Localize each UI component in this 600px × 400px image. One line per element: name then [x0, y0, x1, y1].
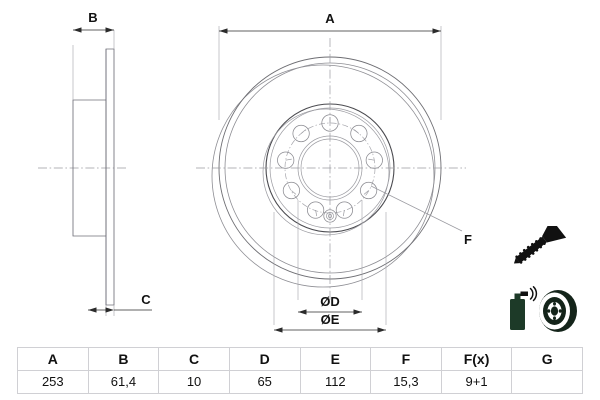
- table-header-f: F: [370, 347, 442, 371]
- specification-table: A B C D E F F(x) G 253 61,4 10 65 112: [17, 347, 583, 394]
- table-header-a: A: [17, 347, 89, 371]
- dimension-label-a: A: [325, 11, 335, 26]
- table-cell-g: [511, 370, 583, 394]
- dimension-label-c: C: [141, 292, 151, 307]
- table-cell-a: 253: [17, 370, 89, 394]
- table-header-row: A B C D E F F(x) G: [17, 347, 583, 371]
- coating-icon-glyph: [510, 286, 577, 332]
- f-leader-line: [370, 185, 463, 232]
- table-header-fx: F(x): [440, 347, 513, 371]
- dimension-label-b: B: [88, 10, 97, 25]
- bolt-hole: [335, 201, 353, 219]
- dimension-label-diameter-d: ØD: [320, 294, 340, 309]
- bolt-hole: [365, 151, 383, 169]
- bolt-hole-group: [277, 114, 383, 219]
- table-cell-e: 112: [299, 370, 372, 394]
- countersunk-screw-icon: [512, 218, 574, 278]
- bolt-hole: [307, 201, 325, 219]
- bolt-hole: [292, 124, 310, 143]
- table-header-g: G: [511, 347, 583, 371]
- table-cell-c: 10: [158, 370, 230, 394]
- countersunk-screw-glyph: [513, 218, 567, 264]
- table-cell-f: 15,3: [370, 370, 442, 394]
- table-header-c: C: [158, 347, 230, 371]
- table-cell-fx: 9+1: [440, 370, 513, 394]
- table-header-b: B: [87, 347, 160, 371]
- table-header-d: D: [228, 347, 301, 371]
- disc-rear-outer-edge: [211, 64, 435, 288]
- table-header-e: E: [299, 347, 372, 371]
- anti-corrosion-coating-disc-icon: [506, 284, 582, 334]
- disc-glyph: [539, 290, 577, 332]
- front-disc-view: A F ØD ØE: [196, 11, 472, 333]
- side-profile-view: B C: [38, 10, 152, 316]
- hub-offset-circle: [262, 108, 390, 236]
- bolt-hole: [282, 181, 300, 200]
- table-cell-d: 65: [228, 370, 301, 394]
- bolt-hole: [277, 151, 295, 169]
- bolt-hole: [350, 124, 368, 143]
- dimension-label-diameter-e: ØE: [321, 312, 340, 327]
- bolt-hole: [360, 181, 378, 200]
- table-cell-b: 61,4: [87, 370, 160, 394]
- table-row: 253 61,4 10 65 112 15,3 9+1: [17, 370, 583, 394]
- specification-table-container: A B C D E F F(x) G 253 61,4 10 65 112: [17, 347, 583, 394]
- side-view-rim-plate: [105, 48, 115, 306]
- dimension-label-f: F: [464, 232, 472, 247]
